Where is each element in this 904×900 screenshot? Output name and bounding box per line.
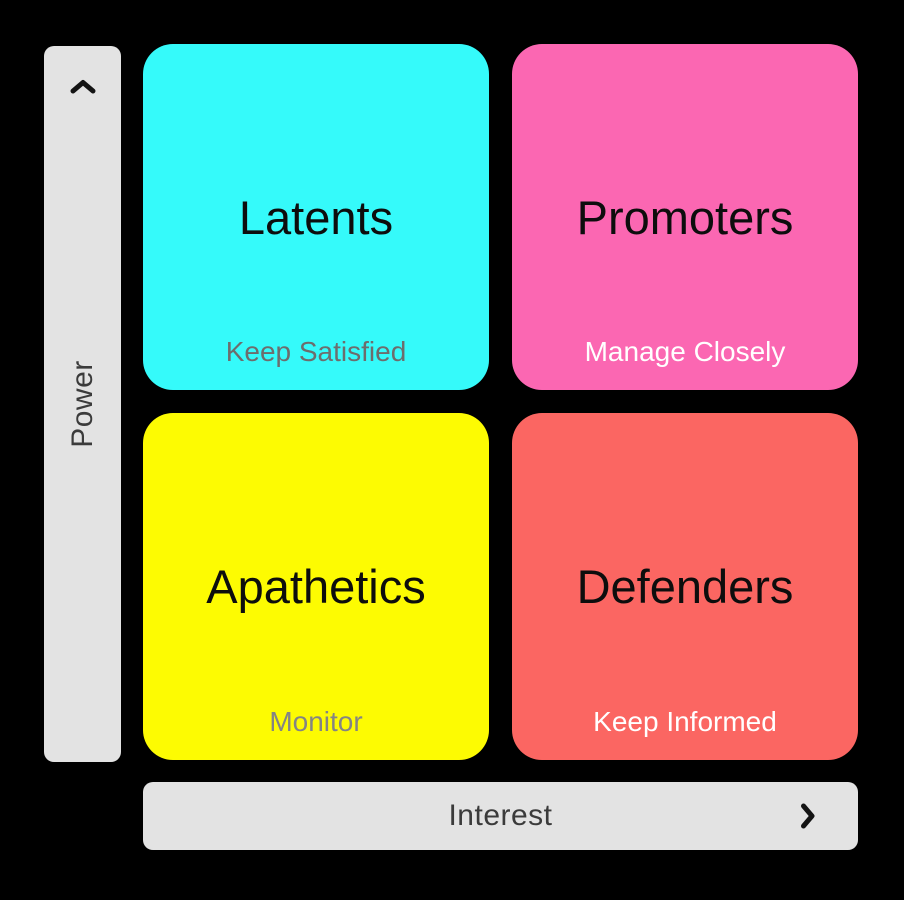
quadrant-title: Promoters bbox=[576, 190, 794, 244]
interest-axis-bar: Interest bbox=[143, 782, 858, 850]
quadrant-title: Latents bbox=[238, 190, 394, 244]
power-axis-bar: Power bbox=[44, 46, 121, 762]
quadrant-promoters: Promoters Manage Closely bbox=[512, 44, 858, 390]
quadrant-title: Apathetics bbox=[206, 560, 426, 613]
quadrant-subtitle: Keep Informed bbox=[593, 705, 777, 737]
power-axis-label: Power bbox=[65, 360, 99, 448]
quadrant-title: Defenders bbox=[576, 560, 794, 613]
quadrant-subtitle: Manage Closely bbox=[584, 335, 786, 367]
quadrant-apathetics: Apathetics Monitor bbox=[143, 413, 489, 760]
quadrant-latents: Latents Keep Satisfied bbox=[143, 44, 489, 390]
quadrant-subtitle: Monitor bbox=[269, 705, 363, 737]
interest-axis-label: Interest bbox=[448, 799, 553, 832]
quadrant-subtitle: Keep Satisfied bbox=[225, 335, 407, 367]
chevron-up-icon bbox=[70, 80, 95, 94]
quadrant-defenders: Defenders Keep Informed bbox=[512, 413, 858, 760]
chevron-right-icon bbox=[801, 803, 815, 829]
